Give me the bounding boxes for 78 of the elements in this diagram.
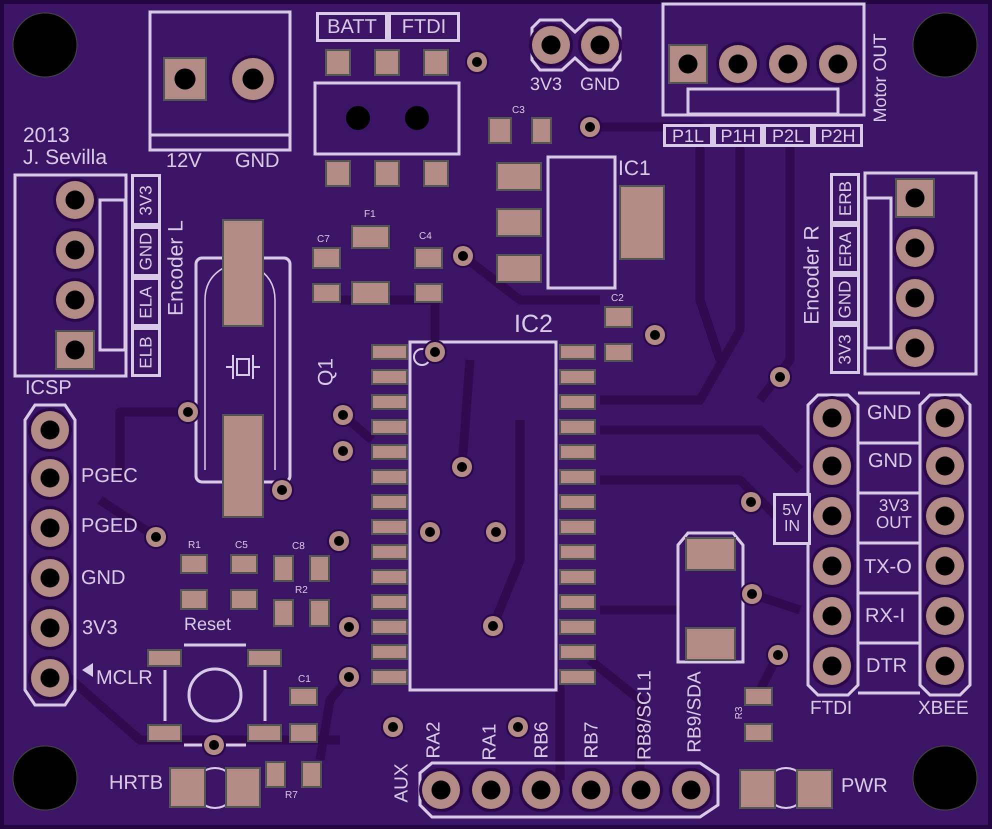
silkscreen-label: DTR [866,656,908,676]
silkscreen-box [316,12,388,42]
pin-label: GND [138,232,154,270]
silkscreen-label: C4 [419,232,432,242]
silkscreen-label: J. Sevilla [23,147,108,168]
silkscreen-label: F1 [364,210,376,220]
silkscreen-label: GND [235,151,280,171]
pin-label: P2L [772,126,804,144]
silkscreen-box [388,12,460,42]
silkscreen-label: IC1 [618,158,651,179]
pin-label: BATT [327,17,377,37]
silkscreen-label: 2013 [23,125,70,146]
silkscreen-label: Motor OUT [871,34,889,122]
silkscreen-label: PGEC [81,466,138,486]
pin-label: ELA [138,286,154,318]
silkscreen-label: 3V3 OUT [875,497,913,531]
silkscreen-label: C7 [317,235,330,245]
silkscreen-box [663,124,713,147]
silkscreen-label: MCLR [96,668,153,688]
silkscreen-box [131,174,161,226]
silkscreen-box [131,226,161,277]
silkscreen-label: 3V3 [530,75,562,93]
pin-label: FTDI [402,17,446,37]
silkscreen-label: C1 [298,675,311,685]
silkscreen-box [131,277,161,327]
pin-label: P1L [672,126,704,144]
pin-label: GND [836,280,854,318]
silkscreen-box [830,173,860,224]
silkscreen-label: R3 [735,706,745,720]
silkscreen-label: PGED [81,516,138,536]
silkscreen-label: AUX [392,763,412,803]
silkscreen-label: Reset [184,615,232,633]
silkscreen-label: RA1 [480,724,500,760]
silkscreen-label: RA2 [424,722,444,758]
pin-label: P2H [820,126,856,144]
silkscreen-box [763,124,813,147]
silkscreen-label: C3 [512,106,525,116]
pin-label: ERA [836,232,854,266]
silkscreen-label: RB9/SDA [686,671,704,753]
silkscreen-label: FTDI [810,699,852,718]
silkscreen-label: 12V [166,151,202,171]
silkscreen-label: HRTB [109,773,164,793]
pin-label: 5V IN [781,503,803,535]
silkscreen-label: XBEE [918,699,969,718]
silkscreen-box [813,124,863,147]
silkscreen-label: C8 [292,542,305,552]
silkscreen-label: ICSP [25,378,72,398]
silkscreen-label: RB7 [582,722,602,758]
pin-label: ELB [138,336,154,368]
silkscreen-box [713,124,763,147]
silkscreen-box [131,327,161,377]
silkscreen-label: PWR [841,776,888,796]
silkscreen-label: 3V3 [82,618,118,638]
silkscreen-label: Q1 [316,358,336,386]
pin-label: 3V3 [138,184,154,216]
silkscreen-label: GND [867,403,912,423]
silkscreen-label: R1 [188,541,201,551]
silkscreen-label: GND [81,568,126,588]
silkscreen-label: TX-O [864,557,912,577]
silkscreen-label: IC2 [514,312,553,337]
silkscreen-box [830,224,860,274]
pin-label: P1H [720,126,756,144]
silkscreen-label: Encoder R [802,225,822,325]
silkscreen-label: GND [868,451,912,471]
pin-label: 3V3 [836,334,854,364]
pin-label: ERB [836,181,854,216]
silkscreen-label: Encoder L [166,220,186,316]
silkscreen-label: C2 [611,294,624,304]
silkscreen-label: C5 [235,541,248,551]
silkscreen-label: R7 [285,791,298,801]
silkscreen-label: RB6 [532,722,552,758]
silkscreen-label: GND [580,75,620,93]
silkscreen-box [830,274,860,324]
silkscreen-box [773,493,811,545]
silkscreen-box [830,324,860,374]
silkscreen-label: RX-I [865,606,905,626]
silkscreen-label: RB8/SCL1 [636,670,654,760]
silkscreen-label: R2 [295,586,308,596]
